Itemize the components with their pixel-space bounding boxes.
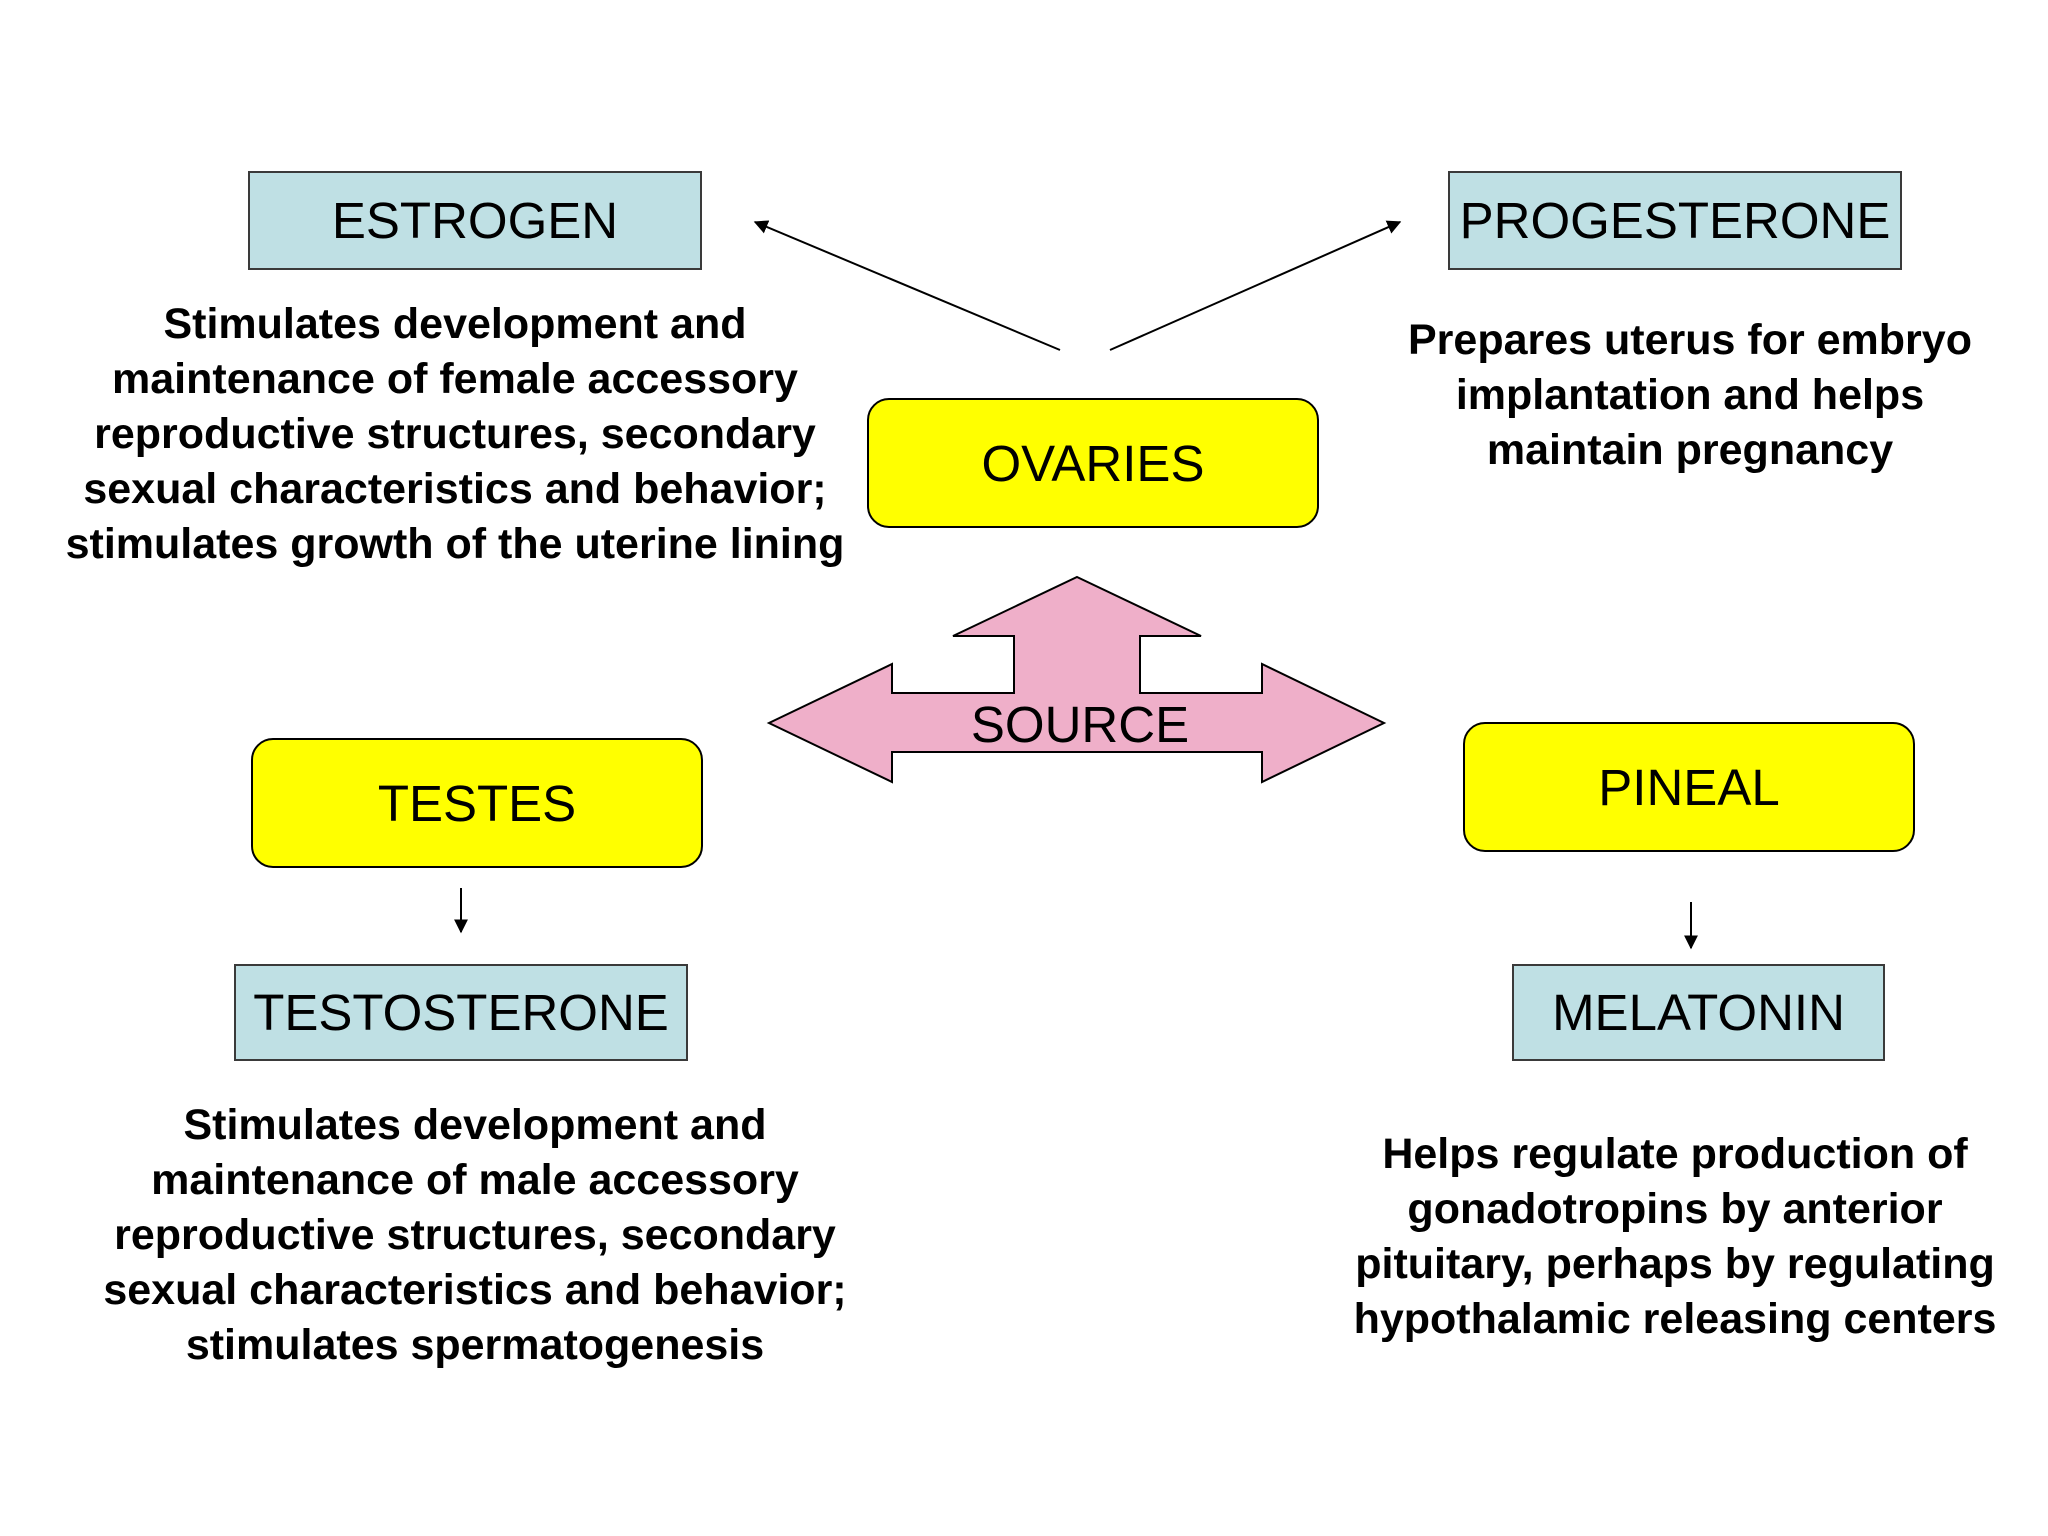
estrogen-description-line: stimulates growth of the uterine lining	[65, 520, 845, 568]
melatonin-label: MELATONIN	[1552, 984, 1845, 1041]
testosterone-description: Stimulates development and maintenance o…	[60, 1098, 890, 1373]
testosterone-description-line: sexual characteristics and behavior;	[103, 1266, 847, 1314]
estrogen-label: ESTROGEN	[331, 192, 619, 249]
melatonin-description-line: gonadotropins by anterior	[1407, 1185, 1943, 1233]
source-arrow-shape	[766, 575, 1387, 784]
estrogen-description-line: Stimulates development and	[163, 300, 747, 348]
testosterone-description-line: Stimulates development and	[183, 1101, 767, 1149]
progesterone-description-line: implantation and helps	[1455, 371, 1925, 419]
testes-box: TESTES	[251, 738, 703, 868]
melatonin-description-line: hypothalamic releasing centers	[1353, 1295, 1997, 1343]
progesterone-description: Prepares uterus for embryo implantation …	[1370, 313, 2010, 478]
melatonin-description: Helps regulate production of gonadotropi…	[1320, 1127, 2030, 1347]
progesterone-description-line: maintain pregnancy	[1486, 426, 1894, 474]
testosterone-description-line: maintenance of male accessory	[151, 1156, 799, 1204]
testosterone-box: TESTOSTERONE	[234, 964, 688, 1061]
progesterone-description-line: Prepares uterus for embryo	[1408, 316, 1972, 364]
arrow-ovaries-to-progesterone	[1109, 220, 1402, 351]
estrogen-box: ESTROGEN	[248, 171, 702, 270]
pineal-label: PINEAL	[1598, 758, 1780, 816]
ovaries-box: OVARIES	[867, 398, 1319, 528]
ovaries-label: OVARIES	[981, 434, 1205, 492]
pineal-box: PINEAL	[1463, 722, 1915, 852]
melatonin-description-line: pituitary, perhaps by regulating	[1355, 1240, 1995, 1288]
testosterone-label: TESTOSTERONE	[253, 984, 669, 1041]
estrogen-description-line: sexual characteristics and behavior;	[83, 465, 827, 513]
testosterone-description-line: reproductive structures, secondary	[114, 1211, 836, 1259]
estrogen-description-line: maintenance of female accessory	[112, 355, 798, 403]
progesterone-box: PROGESTERONE	[1448, 171, 1902, 270]
progesterone-label: PROGESTERONE	[1459, 192, 1891, 249]
melatonin-box: MELATONIN	[1512, 964, 1885, 1061]
testosterone-description-line: stimulates spermatogenesis	[185, 1321, 765, 1369]
source-label: SOURCE	[970, 696, 1190, 753]
estrogen-description-line: reproductive structures, secondary	[94, 410, 816, 458]
melatonin-description-line: Helps regulate production of	[1382, 1130, 1968, 1178]
estrogen-description: Stimulates development and maintenance o…	[20, 297, 890, 572]
testes-label: TESTES	[377, 774, 577, 832]
arrow-ovaries-to-estrogen	[753, 220, 1061, 351]
